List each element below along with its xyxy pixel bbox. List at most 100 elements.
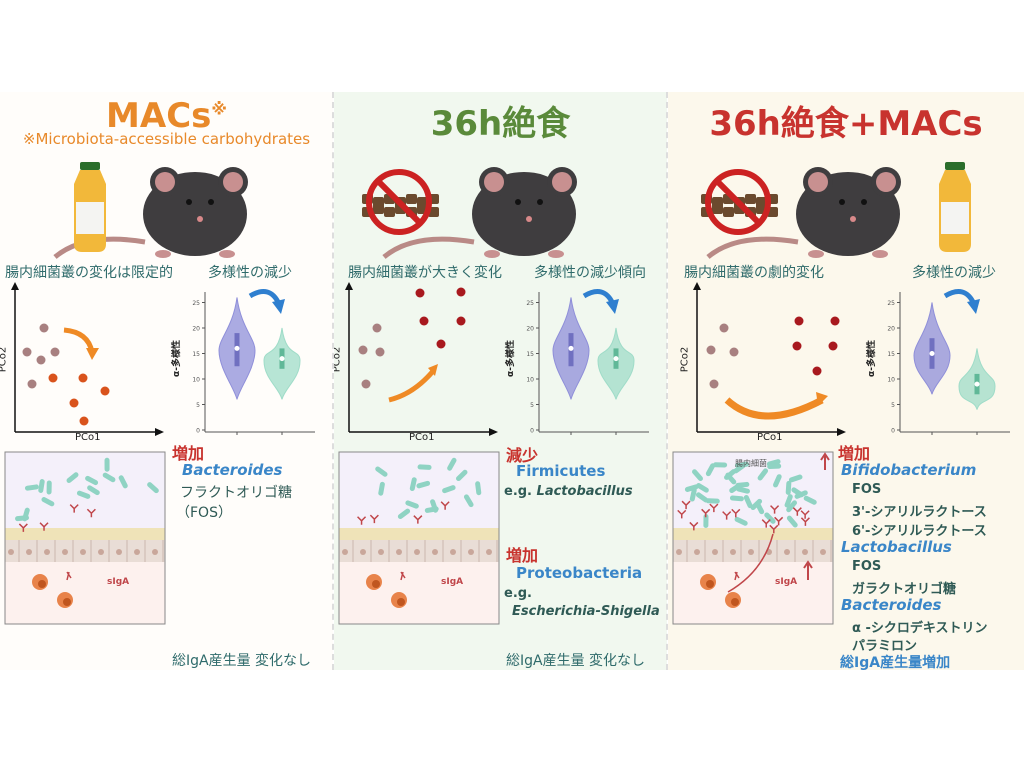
divider bbox=[666, 92, 668, 670]
genus-lactobacillus: Lactobacillus bbox=[841, 538, 952, 556]
bacterium bbox=[764, 512, 776, 524]
cell-nucleus bbox=[730, 549, 736, 555]
scatter-point-control bbox=[36, 355, 46, 365]
violin-median bbox=[279, 356, 285, 362]
y-tick-label: 0 bbox=[530, 428, 534, 435]
bacterium bbox=[724, 469, 736, 480]
siga-label: sIgA bbox=[107, 577, 129, 587]
bacterium bbox=[15, 515, 29, 522]
y-axis-arrow-icon bbox=[11, 282, 19, 290]
cell-nucleus bbox=[8, 549, 14, 555]
siga-antibody-icon bbox=[369, 514, 379, 524]
x-axis-arrow-icon bbox=[155, 428, 164, 436]
siga-up-arrow-icon bbox=[803, 560, 813, 580]
bacterium bbox=[442, 485, 456, 494]
scatter-point-control bbox=[709, 379, 719, 389]
y-tick-label: 15 bbox=[192, 351, 200, 358]
siga-antibody-icon bbox=[681, 500, 691, 510]
cell-nucleus bbox=[748, 549, 754, 555]
x-axis-arrow-icon bbox=[837, 428, 846, 436]
bottle-label bbox=[76, 202, 104, 234]
gut-diagram: sIgA bbox=[338, 451, 500, 625]
substrate-item: 6'-シアリルラクトース bbox=[852, 524, 987, 539]
pcoa-plot bbox=[11, 282, 164, 436]
siga-antibody-icon bbox=[413, 515, 423, 524]
bacterium bbox=[416, 480, 431, 489]
substrate-item: フラクトオリゴ糖 bbox=[180, 485, 292, 501]
bacterium bbox=[695, 492, 709, 503]
divider bbox=[332, 92, 334, 670]
mouse-eye bbox=[839, 199, 845, 205]
bacterium bbox=[743, 494, 753, 509]
violin-median bbox=[613, 356, 619, 362]
panel-subtitle: ※Microbiota-accessible carbohydrates bbox=[22, 130, 311, 148]
mouse-paw bbox=[872, 250, 888, 258]
x-axis-arrow-icon bbox=[489, 428, 498, 436]
bacterium bbox=[41, 497, 55, 507]
scatter-point-treated bbox=[79, 416, 89, 426]
cell-nucleus bbox=[784, 549, 790, 555]
pco1-axis-label: PCo1 bbox=[75, 432, 101, 443]
mouse-eye bbox=[186, 199, 192, 205]
y-tick-label: 0 bbox=[891, 428, 895, 435]
scatter-point-treated bbox=[792, 341, 802, 351]
cell-nucleus bbox=[468, 549, 474, 555]
composition-label: 腸内細菌叢の変化は限定的 bbox=[5, 265, 173, 281]
pco1-axis-label: PCo1 bbox=[409, 432, 435, 443]
gut-bacteria-label: 腸内細菌 bbox=[735, 458, 767, 468]
increase-heading: 増加 bbox=[838, 444, 871, 463]
mouse-paw bbox=[548, 250, 564, 258]
bacterium bbox=[803, 495, 817, 505]
genus-bifidobacterium: Bifidobacterium bbox=[841, 461, 977, 479]
mouse-illustration bbox=[362, 167, 577, 259]
siga-antibody-icon bbox=[774, 516, 784, 526]
bacterium bbox=[750, 498, 763, 511]
mouse-ear-inner bbox=[484, 172, 504, 192]
food-pellet bbox=[373, 204, 384, 214]
siga-antibody-icon bbox=[86, 508, 96, 518]
mucus-layer bbox=[673, 528, 833, 540]
bacterium bbox=[102, 472, 116, 483]
bacterium bbox=[147, 482, 159, 494]
y-tick-label: 10 bbox=[526, 377, 534, 384]
siga-antibody-icon bbox=[701, 508, 711, 518]
increase-heading: 増加 bbox=[506, 546, 539, 565]
bacterium bbox=[705, 498, 720, 504]
scatter-point-treated bbox=[812, 366, 822, 376]
siga-antibody-icon bbox=[357, 516, 367, 525]
scatter-point-treated bbox=[794, 316, 804, 326]
bacterium bbox=[788, 474, 803, 483]
diversity-label: 多様性の減少傾向 bbox=[534, 265, 646, 281]
alpha-diversity-axis-label: α-多様性 bbox=[505, 340, 516, 377]
cell-nucleus bbox=[378, 549, 384, 555]
bacterium bbox=[76, 490, 91, 499]
cell-nucleus bbox=[342, 549, 348, 555]
bacterium bbox=[705, 463, 716, 477]
cell-nucleus bbox=[450, 549, 456, 555]
cell-nucleus bbox=[432, 549, 438, 555]
y-tick-label: 5 bbox=[530, 402, 534, 409]
decrease-arrow-head-icon bbox=[606, 299, 619, 314]
cell-nucleus bbox=[98, 549, 104, 555]
lamina-propria bbox=[339, 562, 499, 624]
bacterium bbox=[703, 513, 709, 528]
scatter-point-treated bbox=[69, 398, 79, 408]
cell-nucleus bbox=[62, 549, 68, 555]
bacterium bbox=[378, 481, 385, 496]
mouse-paw bbox=[808, 250, 824, 258]
cell-nucleus bbox=[396, 549, 402, 555]
bacterium bbox=[773, 474, 782, 488]
substrate-item: （FOS） bbox=[176, 505, 232, 521]
cell-nucleus bbox=[802, 549, 808, 555]
panel-title: 36h絶食+MACs bbox=[709, 104, 983, 144]
scatter-point-control bbox=[22, 347, 32, 357]
violin-median bbox=[568, 345, 574, 351]
food-pellet bbox=[384, 207, 395, 217]
composition-label: 腸内細菌叢の劇的変化 bbox=[684, 265, 824, 281]
mouse-illustration bbox=[53, 162, 248, 259]
siga-antibody-icon bbox=[770, 505, 780, 514]
scatter-point-treated bbox=[830, 316, 840, 326]
